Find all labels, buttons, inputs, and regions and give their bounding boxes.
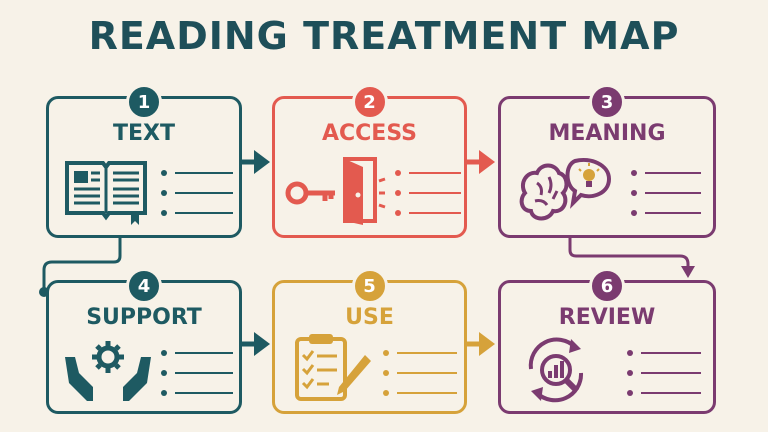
bullet-list	[395, 163, 461, 223]
clipboard-checklist-icon	[295, 334, 371, 401]
arrowhead-4-to-5	[254, 332, 270, 356]
review-cycle-chart-icon	[528, 337, 584, 403]
step-number-badge: 6	[589, 268, 625, 304]
step-label: ACCESS	[321, 121, 418, 146]
key-door-icon	[285, 157, 386, 225]
brain-lightbulb-icon	[519, 158, 612, 221]
step-label: SUPPORT	[86, 305, 202, 330]
step-text-card: 1 TEXT	[46, 84, 242, 238]
arrowhead-2-to-3	[479, 150, 495, 174]
step-review-card: 6 REVIEW	[498, 268, 716, 414]
step-label: REVIEW	[558, 305, 656, 330]
hands-gear-icon	[65, 341, 151, 401]
step-label: TEXT	[112, 121, 175, 146]
bullet-list	[631, 163, 701, 223]
bullet-list	[161, 163, 233, 223]
open-book-icon	[65, 161, 147, 225]
step-number-badge: 3	[589, 84, 625, 120]
bullet-list	[627, 343, 701, 403]
step-support-card: 4 SUPPORT	[46, 268, 242, 414]
step-number-badge: 4	[126, 268, 162, 304]
step-use-card: 5 USE	[272, 268, 467, 414]
step-access-card: 2 ACCESS	[272, 84, 467, 238]
arrowhead-5-to-6	[479, 332, 495, 356]
arrow-3-to-6	[568, 238, 690, 268]
step-number-badge: 5	[351, 268, 388, 304]
step-label: MEANING	[548, 121, 666, 146]
arrowhead-3-to-6	[681, 266, 695, 278]
step-number-badge: 1	[126, 84, 162, 120]
step-meaning-card: 3 MEANING	[498, 84, 716, 238]
bullet-list	[161, 343, 233, 403]
page-title: READING TREATMENT MAP	[88, 14, 680, 58]
arrowhead-1-to-2	[254, 150, 270, 174]
step-number-badge: 2	[351, 84, 388, 120]
arrow-1-to-4	[42, 238, 122, 292]
bullet-list	[383, 343, 457, 403]
step-label: USE	[345, 305, 394, 330]
